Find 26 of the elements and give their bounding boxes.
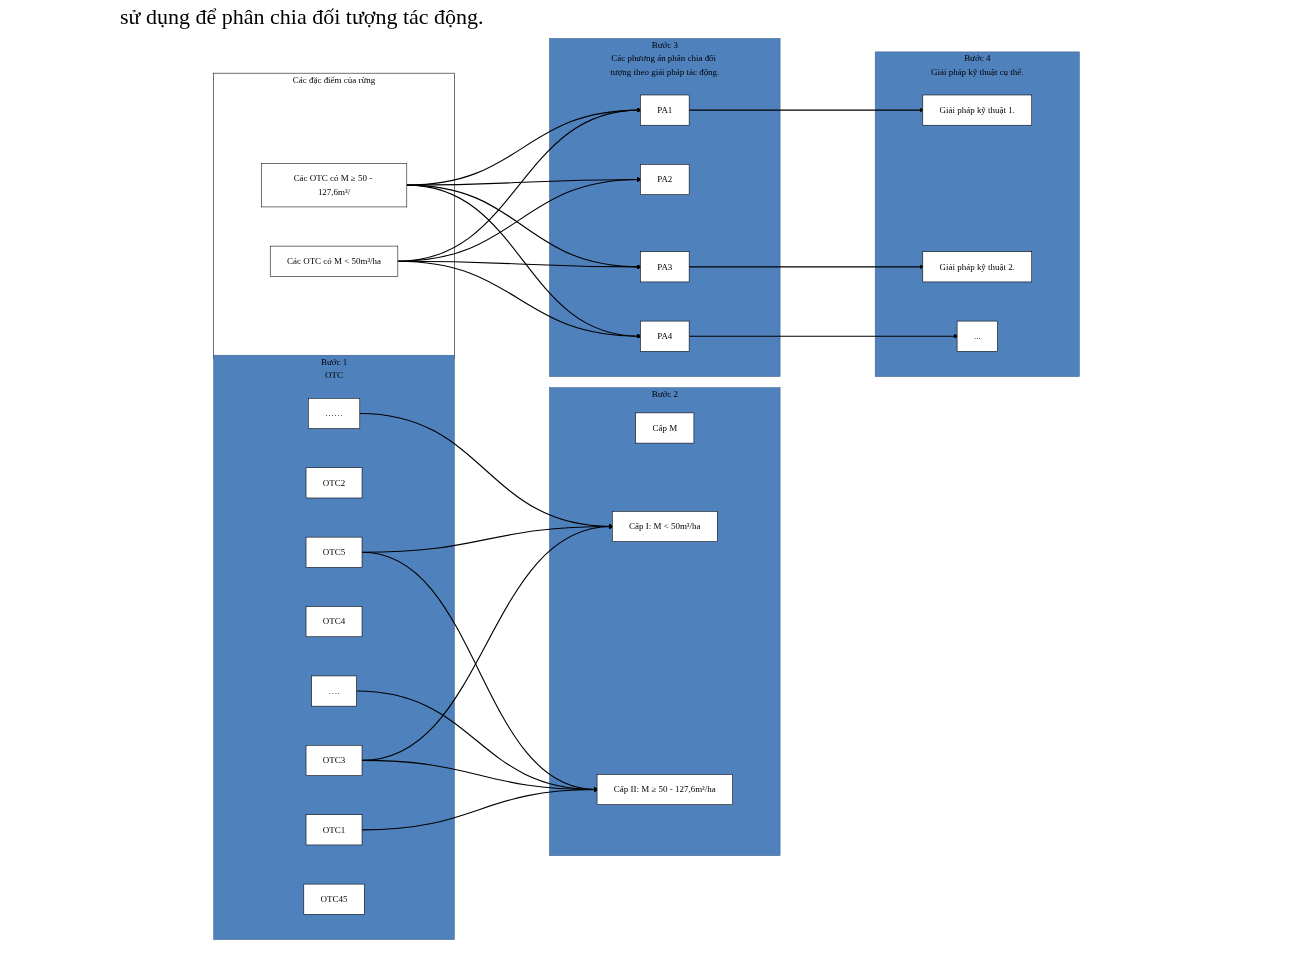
node-box: ….	[311, 675, 357, 707]
node-box: OTC45	[303, 883, 365, 915]
arrow	[688, 333, 959, 339]
node-box: PA2	[640, 164, 690, 195]
arrow	[406, 107, 642, 186]
note-text: sử dụng để phân chia đối tượng tác động.	[120, 4, 485, 30]
node-box: OTC2	[305, 467, 363, 499]
node-box: Các OTC có M < 50m³/ha	[269, 245, 399, 277]
node-box: OTC1	[305, 814, 363, 846]
node-box: ...	[956, 320, 998, 352]
node-box: Giải pháp kỹ thuật 2.	[922, 251, 1032, 283]
node-box: Cấp I: M < 50m³/ha	[612, 511, 718, 542]
node-box: PA4	[640, 320, 690, 352]
node-box: Giải pháp kỹ thuật 1.	[922, 94, 1032, 126]
node-box: OTC4	[305, 606, 363, 638]
node-box: ……	[308, 398, 361, 429]
node-box: OTC3	[305, 745, 363, 776]
arrow	[359, 412, 614, 529]
node-box: Cấp M	[635, 412, 695, 444]
node-box: PA3	[640, 251, 690, 283]
node-box: Cấp II: M ≥ 50 - 127,6m³/ha	[596, 774, 733, 805]
node-box: PA1	[640, 94, 690, 126]
arrow	[355, 690, 599, 792]
node-box: OTC5	[305, 536, 363, 568]
node-box: Các OTC có M ≥ 50 - 127,6m³/	[261, 163, 408, 208]
arrow	[406, 184, 642, 339]
